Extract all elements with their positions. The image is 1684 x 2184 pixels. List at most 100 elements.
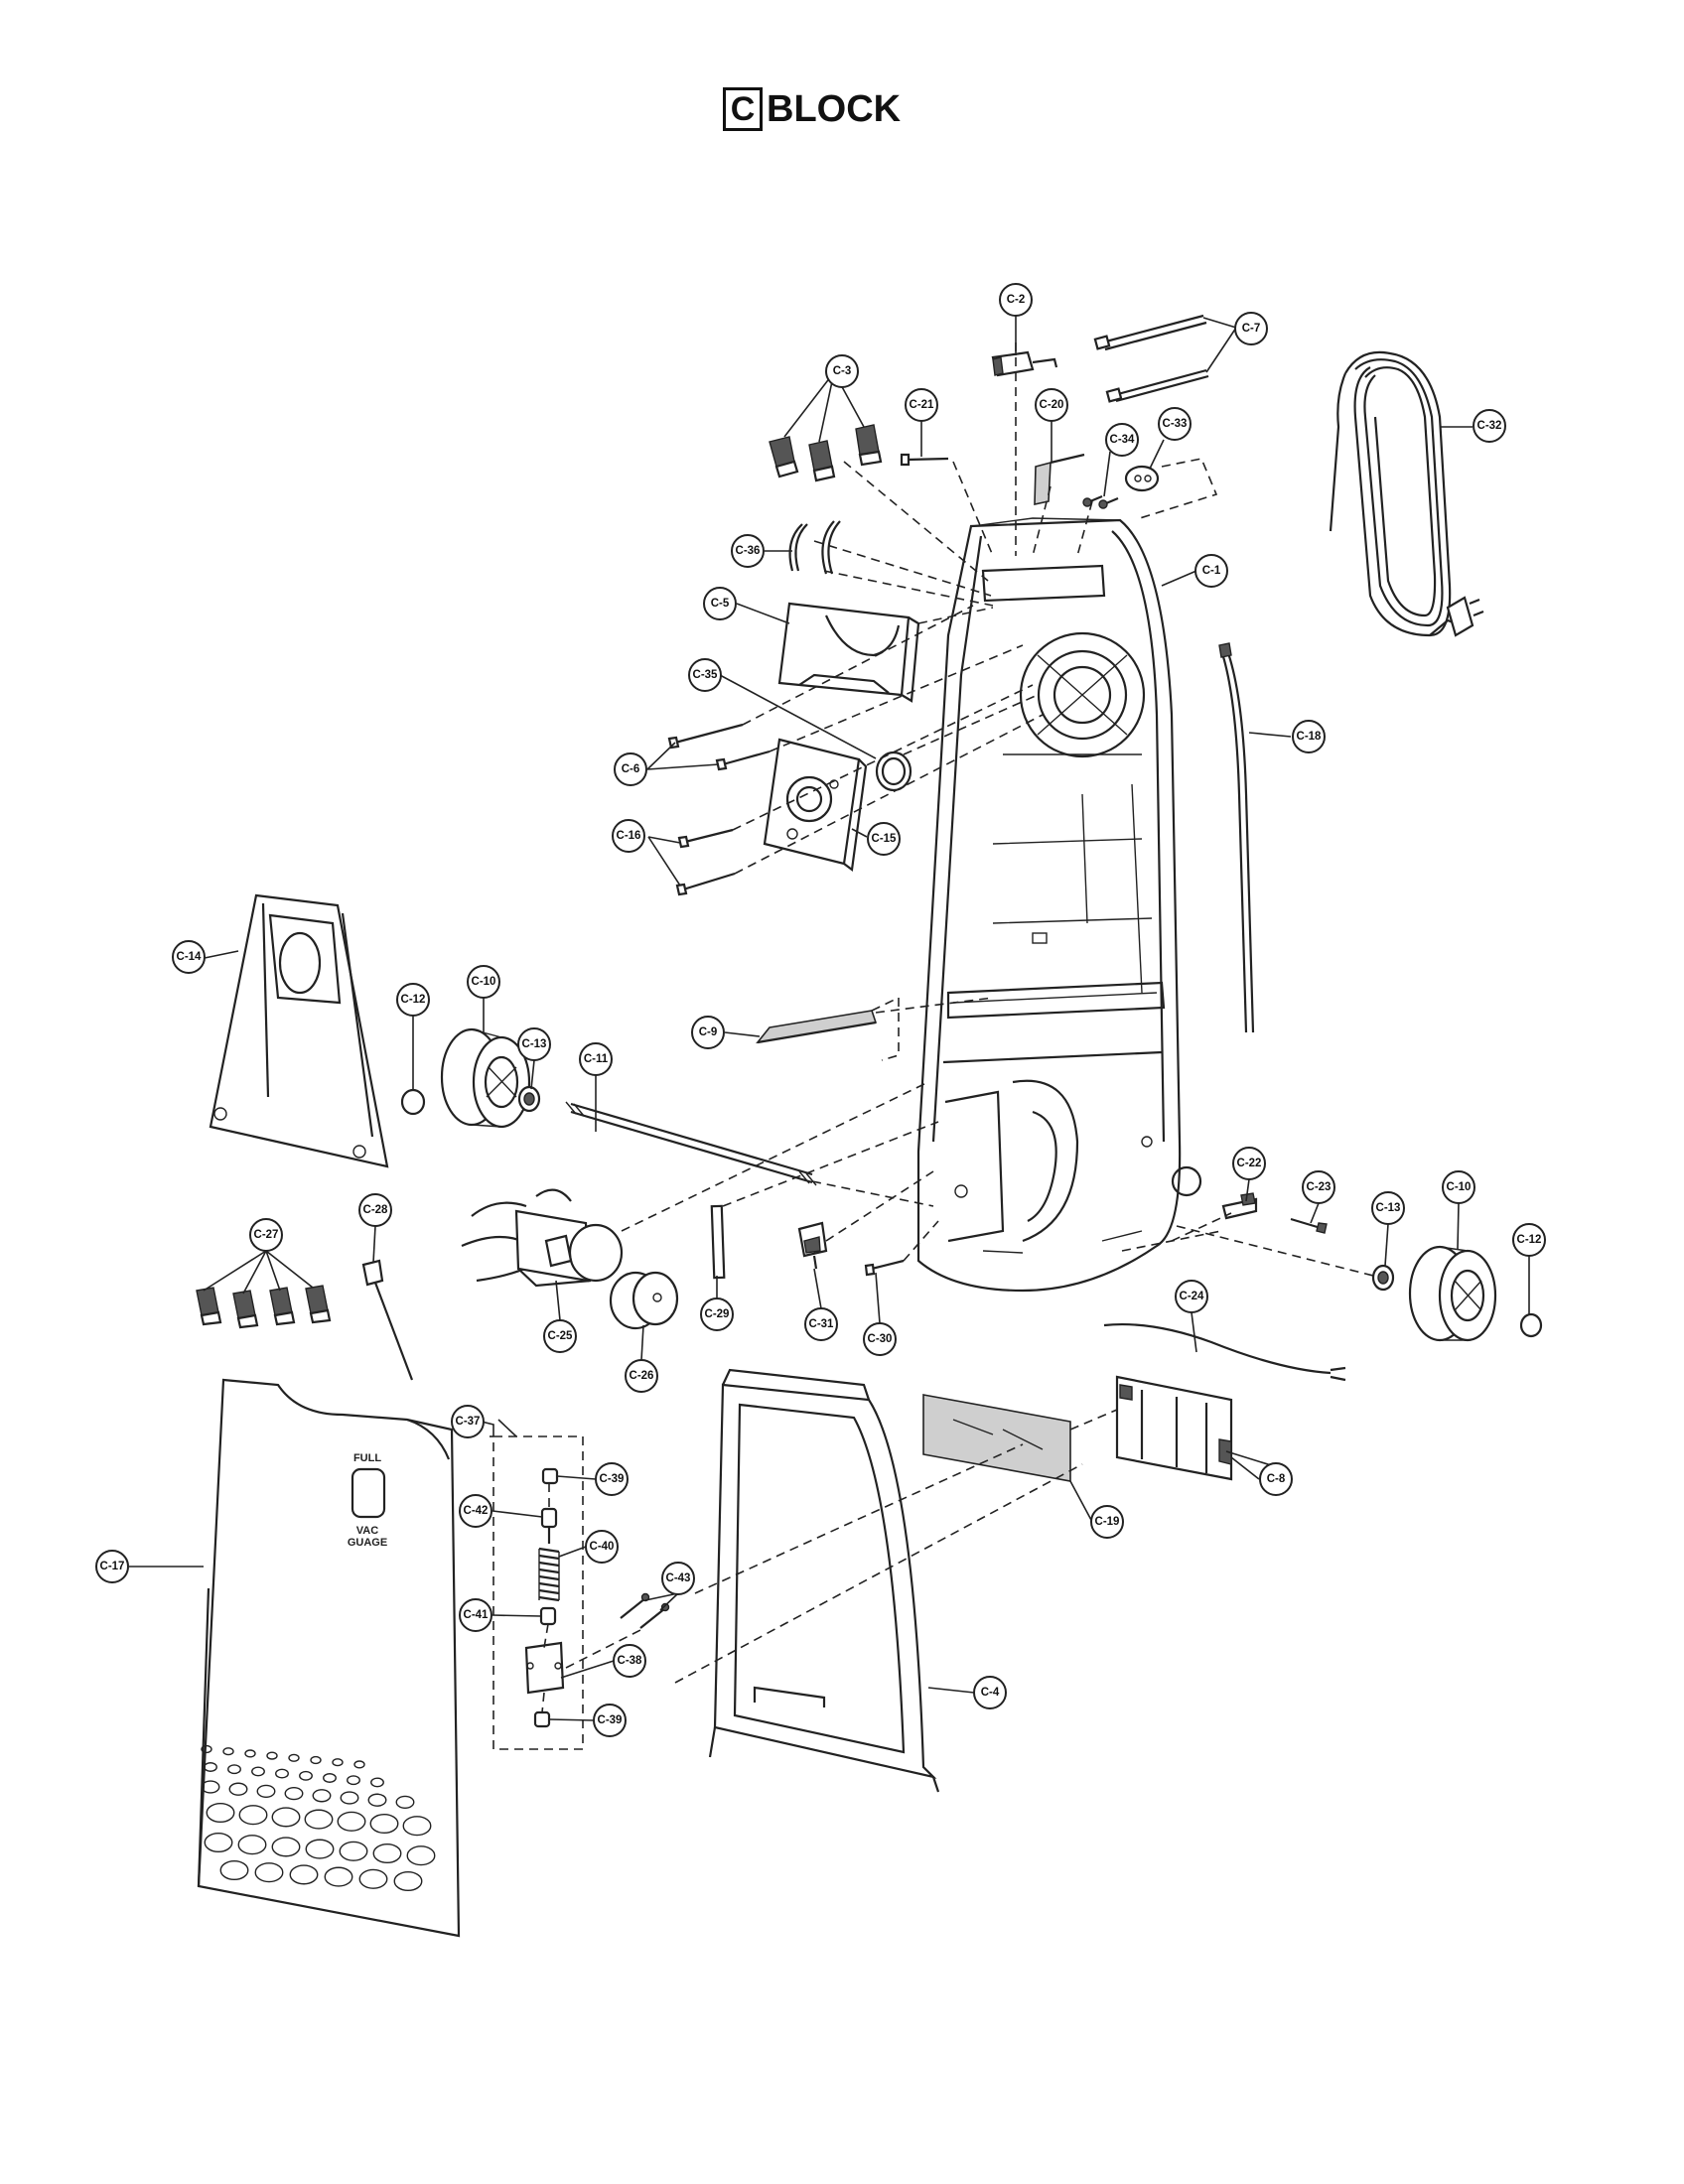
vent-hole xyxy=(275,1768,289,1779)
callout-c38: C-38 xyxy=(613,1644,646,1678)
callout-c23: C-23 xyxy=(1302,1170,1335,1204)
part-c33-cord-clamp xyxy=(1124,465,1160,492)
callout-c9: C-9 xyxy=(691,1016,725,1049)
title-letter-box: C xyxy=(723,87,763,131)
vent-hole xyxy=(228,1782,248,1796)
svg-text:C-17: C-17 xyxy=(100,1561,125,1572)
vent-hole xyxy=(266,1751,278,1760)
vent-hole xyxy=(206,1802,235,1824)
part-c20-bracket xyxy=(1034,453,1085,505)
part-c41-stop xyxy=(539,1606,557,1626)
vent-hole xyxy=(395,1795,415,1810)
callout-c20: C-20 xyxy=(1035,388,1068,422)
svg-text:C-21: C-21 xyxy=(910,399,935,411)
svg-text:C-3: C-3 xyxy=(833,365,852,377)
svg-text:C-7: C-7 xyxy=(1242,323,1261,335)
svg-text:C-41: C-41 xyxy=(464,1609,490,1621)
vent-hole xyxy=(339,1841,368,1861)
vent-hole xyxy=(204,1832,233,1853)
vent-hole xyxy=(251,1766,265,1777)
callout-c17: C-17 xyxy=(95,1550,129,1583)
svg-text:C-36: C-36 xyxy=(736,545,761,557)
part-c6-screws xyxy=(667,723,771,771)
bag-door-text-full: FULL xyxy=(353,1452,381,1464)
svg-text:C-16: C-16 xyxy=(617,830,641,842)
part-c14-filter-plate xyxy=(209,893,389,1168)
part-c15-motor-bracket xyxy=(763,738,868,873)
part-c19-filter-pad xyxy=(922,1394,1071,1482)
callout-c5: C-5 xyxy=(703,587,737,620)
callout-c31: C-31 xyxy=(804,1307,838,1341)
part-c1-main-housing xyxy=(916,517,1202,1293)
assembly-lines xyxy=(541,342,1374,1713)
callout-c13-left: C-13 xyxy=(517,1027,551,1061)
part-c5-cover xyxy=(777,602,920,703)
vent-hole xyxy=(310,1755,322,1765)
part-c12-left-cap xyxy=(400,1088,426,1116)
part-c4-frame xyxy=(708,1368,940,1793)
svg-text:C-30: C-30 xyxy=(868,1333,893,1345)
vent-hole xyxy=(227,1764,241,1775)
callout-c39-bottom: C-39 xyxy=(593,1704,627,1737)
callout-c22: C-22 xyxy=(1232,1147,1266,1180)
part-c10-right-wheel xyxy=(1408,1245,1497,1342)
callout-c30: C-30 xyxy=(863,1322,897,1356)
part-c17-bag-door xyxy=(197,1378,461,1938)
callout-c42: C-42 xyxy=(459,1494,492,1528)
vent-hole xyxy=(337,1811,366,1832)
svg-text:C-32: C-32 xyxy=(1477,420,1502,432)
vent-hole xyxy=(238,1805,268,1826)
svg-text:C-33: C-33 xyxy=(1163,418,1188,430)
svg-text:C-28: C-28 xyxy=(363,1204,389,1216)
callout-c28: C-28 xyxy=(358,1193,392,1227)
vent-hole xyxy=(305,1839,335,1859)
svg-text:C-43: C-43 xyxy=(666,1572,691,1584)
bag-door-text-vac: VAC xyxy=(356,1525,378,1537)
part-c28-gauge-rod xyxy=(361,1259,414,1381)
callout-c2: C-2 xyxy=(999,283,1033,317)
part-c7-cable-ties xyxy=(1093,314,1209,403)
svg-text:C-22: C-22 xyxy=(1237,1158,1262,1169)
callout-c43: C-43 xyxy=(661,1562,695,1595)
part-c43-screws xyxy=(620,1592,670,1629)
svg-text:C-15: C-15 xyxy=(872,833,898,845)
svg-text:C-6: C-6 xyxy=(622,763,640,775)
svg-text:C-31: C-31 xyxy=(809,1318,835,1330)
vent-hole xyxy=(369,1813,399,1835)
part-c31-part xyxy=(797,1221,828,1270)
callout-c10-left: C-10 xyxy=(467,965,500,999)
part-c35-ring xyxy=(875,751,912,792)
vent-hole xyxy=(219,1859,249,1881)
vent-hole xyxy=(393,1870,423,1892)
part-c25-motor-assembly xyxy=(461,1188,624,1288)
callout-c39-top: C-39 xyxy=(595,1462,629,1496)
vent-hole xyxy=(367,1793,387,1807)
svg-text:C-1: C-1 xyxy=(1202,565,1221,577)
svg-text:C-19: C-19 xyxy=(1095,1516,1120,1528)
callout-c36: C-36 xyxy=(731,534,765,568)
callout-c32: C-32 xyxy=(1473,409,1506,443)
callout-c25: C-25 xyxy=(543,1319,577,1353)
vent-hole xyxy=(237,1835,267,1855)
page-title: C BLOCK xyxy=(723,87,901,131)
vent-hole xyxy=(271,1837,301,1857)
part-c13-right-bushing xyxy=(1371,1264,1395,1292)
svg-text:C-26: C-26 xyxy=(630,1370,654,1382)
part-c3-wire-nuts xyxy=(769,424,883,482)
part-c21-screw xyxy=(900,453,949,467)
bag-door-vents xyxy=(201,1744,436,1892)
part-c2-switch xyxy=(991,350,1058,377)
svg-text:C-4: C-4 xyxy=(981,1687,1000,1699)
callout-c41: C-41 xyxy=(459,1598,492,1632)
callout-c7: C-7 xyxy=(1234,312,1268,345)
callout-c26: C-26 xyxy=(625,1359,658,1393)
svg-text:C-11: C-11 xyxy=(584,1053,609,1065)
vent-hole xyxy=(358,1868,388,1889)
callout-c18: C-18 xyxy=(1292,720,1326,753)
vent-hole xyxy=(370,1777,384,1788)
svg-text:C-24: C-24 xyxy=(1180,1291,1205,1302)
vent-hole xyxy=(304,1809,334,1830)
vent-hole xyxy=(324,1866,353,1887)
vent-hole xyxy=(288,1753,300,1762)
